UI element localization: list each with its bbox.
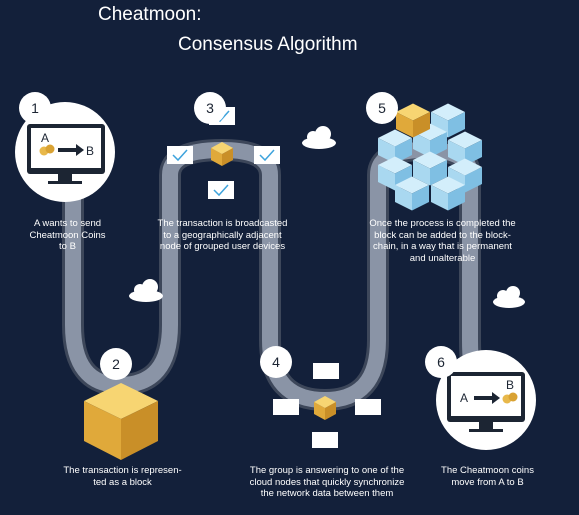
chain-cube [395,176,429,211]
caption-line: block can be added to the block- [374,229,511,241]
caption-line: move from A to B [451,476,524,488]
arrow-icon [58,144,84,156]
block-cube-icon [84,383,158,460]
chain-cube [448,158,482,193]
cube-icon [211,142,233,166]
device-icon [273,399,299,415]
coin-icon [502,392,518,404]
step-number-6: 6 [425,346,457,378]
chain-cube [413,151,447,186]
step-number-3: 3 [194,92,226,124]
cloud-icon [302,126,336,149]
monitor1-to-label: B [86,144,94,158]
caption-line: to B [59,241,76,252]
caption-line: cloud nodes that quickly synchronize [249,476,405,488]
monitor6-to-label: B [506,378,514,392]
title-line1: Cheatmoon: [98,4,202,25]
step-number-5: 5 [366,92,398,124]
caption-line: and unalterable [409,252,476,264]
check-icon [254,146,280,164]
cloud-icon [493,286,525,308]
caption-line: The group is answering to one of the [249,465,405,476]
cloud-icon [129,279,163,302]
caption-line: The transaction is represen- [63,465,182,476]
caption-line: the network data between them [260,488,394,499]
chain-cube [413,123,447,158]
check-icon [208,181,234,199]
coin-icon [39,144,55,156]
chain-cube [378,129,412,164]
chain-cube [378,156,412,191]
caption-line: The Cheatmoon coins [441,465,534,476]
step-3-caption: The transaction is broadcasted to a geog… [140,218,305,253]
caption-line: node of grouped user devices [159,241,286,252]
step-4-caption: The group is answering to one of the clo… [232,465,422,500]
caption-line: ted as a block [93,476,152,488]
monitor1-from-label: A [41,131,49,145]
caption-line: chain, in a way that is permanent [373,241,512,252]
blockchain-icon [378,103,482,211]
caption-line: The transaction is broadcasted [157,218,288,229]
chain-cube [396,103,430,138]
step-number-2: 2 [100,348,132,380]
caption-line: to a geographically adjacent [163,229,282,241]
title-line2: Consensus Algorithm [178,34,358,55]
caption-line: Cheatmoon Coins [29,229,106,241]
caption-line: A wants to send [33,218,102,229]
step-6-caption: The Cheatmoon coins move from A to B [420,465,555,488]
caption-line: Once the process is completed the [369,218,516,229]
monitor6-from-label: A [460,391,468,405]
cube-icon [314,396,336,420]
step-1-caption: A wants to send Cheatmoon Coins to B [10,218,125,253]
device-icon [312,432,338,448]
chain-cube [448,131,482,166]
arrow-icon [474,392,500,404]
step-number-1: 1 [19,92,51,124]
step-5-caption: Once the process is completed the block … [355,218,530,264]
device-icon [313,363,339,379]
step-2-caption: The transaction is represen- ted as a bl… [45,465,200,488]
check-icon [167,146,193,164]
device-icon [355,399,381,415]
step-number-4: 4 [260,346,292,378]
chain-cube [431,176,465,211]
